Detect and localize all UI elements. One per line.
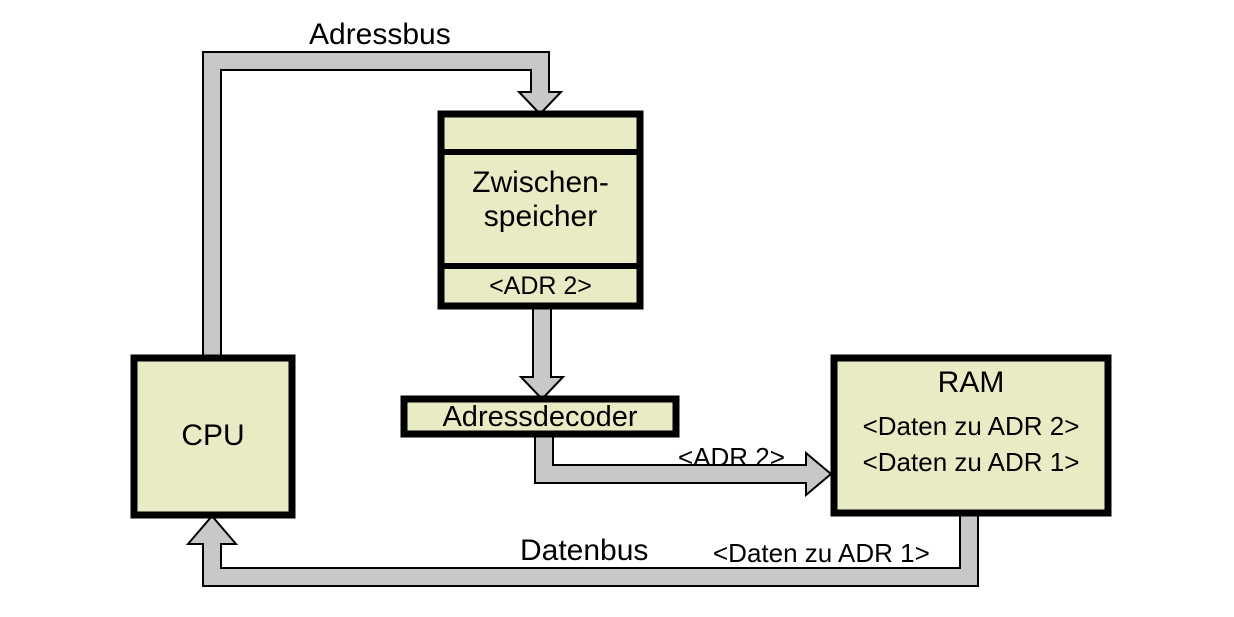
node-zwischenspeicher-address-row: <ADR 2> xyxy=(489,272,592,300)
bus-label-datenbus-payload: <Daten zu ADR 1> xyxy=(713,538,930,568)
bus-zwischenspeicher-to-adressdecoder xyxy=(518,305,566,401)
node-zwischenspeicher-label-line2: speicher xyxy=(483,199,598,233)
bus-label-adr2: <ADR 2> xyxy=(678,442,785,472)
bus-adressdecoder-to-ram xyxy=(534,435,833,498)
node-cpu[interactable] xyxy=(130,354,296,519)
node-zwischenspeicher-label-line1: Zwischen- xyxy=(472,166,609,199)
bus-label-datenbus: Datenbus xyxy=(520,534,649,567)
node-ram-row-2: <Daten zu ADR 1> xyxy=(862,447,1080,477)
node-zwischenspeicher[interactable] xyxy=(437,110,644,310)
bus-label-adressbus: Adressbus xyxy=(309,18,451,51)
node-adressdecoder-label: Adressdecoder xyxy=(442,401,638,433)
bus-adressbus xyxy=(202,51,564,358)
node-ram-row-1: <Daten zu ADR 2> xyxy=(862,411,1080,441)
node-adressdecoder[interactable] xyxy=(400,395,680,438)
node-ram-title: RAM xyxy=(937,366,1005,399)
node-ram[interactable] xyxy=(830,354,1112,517)
node-zwischenspeicher-label: Zwischen- speicher xyxy=(441,166,640,233)
node-cpu-label: CPU xyxy=(181,419,245,452)
bus-datenbus xyxy=(185,513,979,587)
